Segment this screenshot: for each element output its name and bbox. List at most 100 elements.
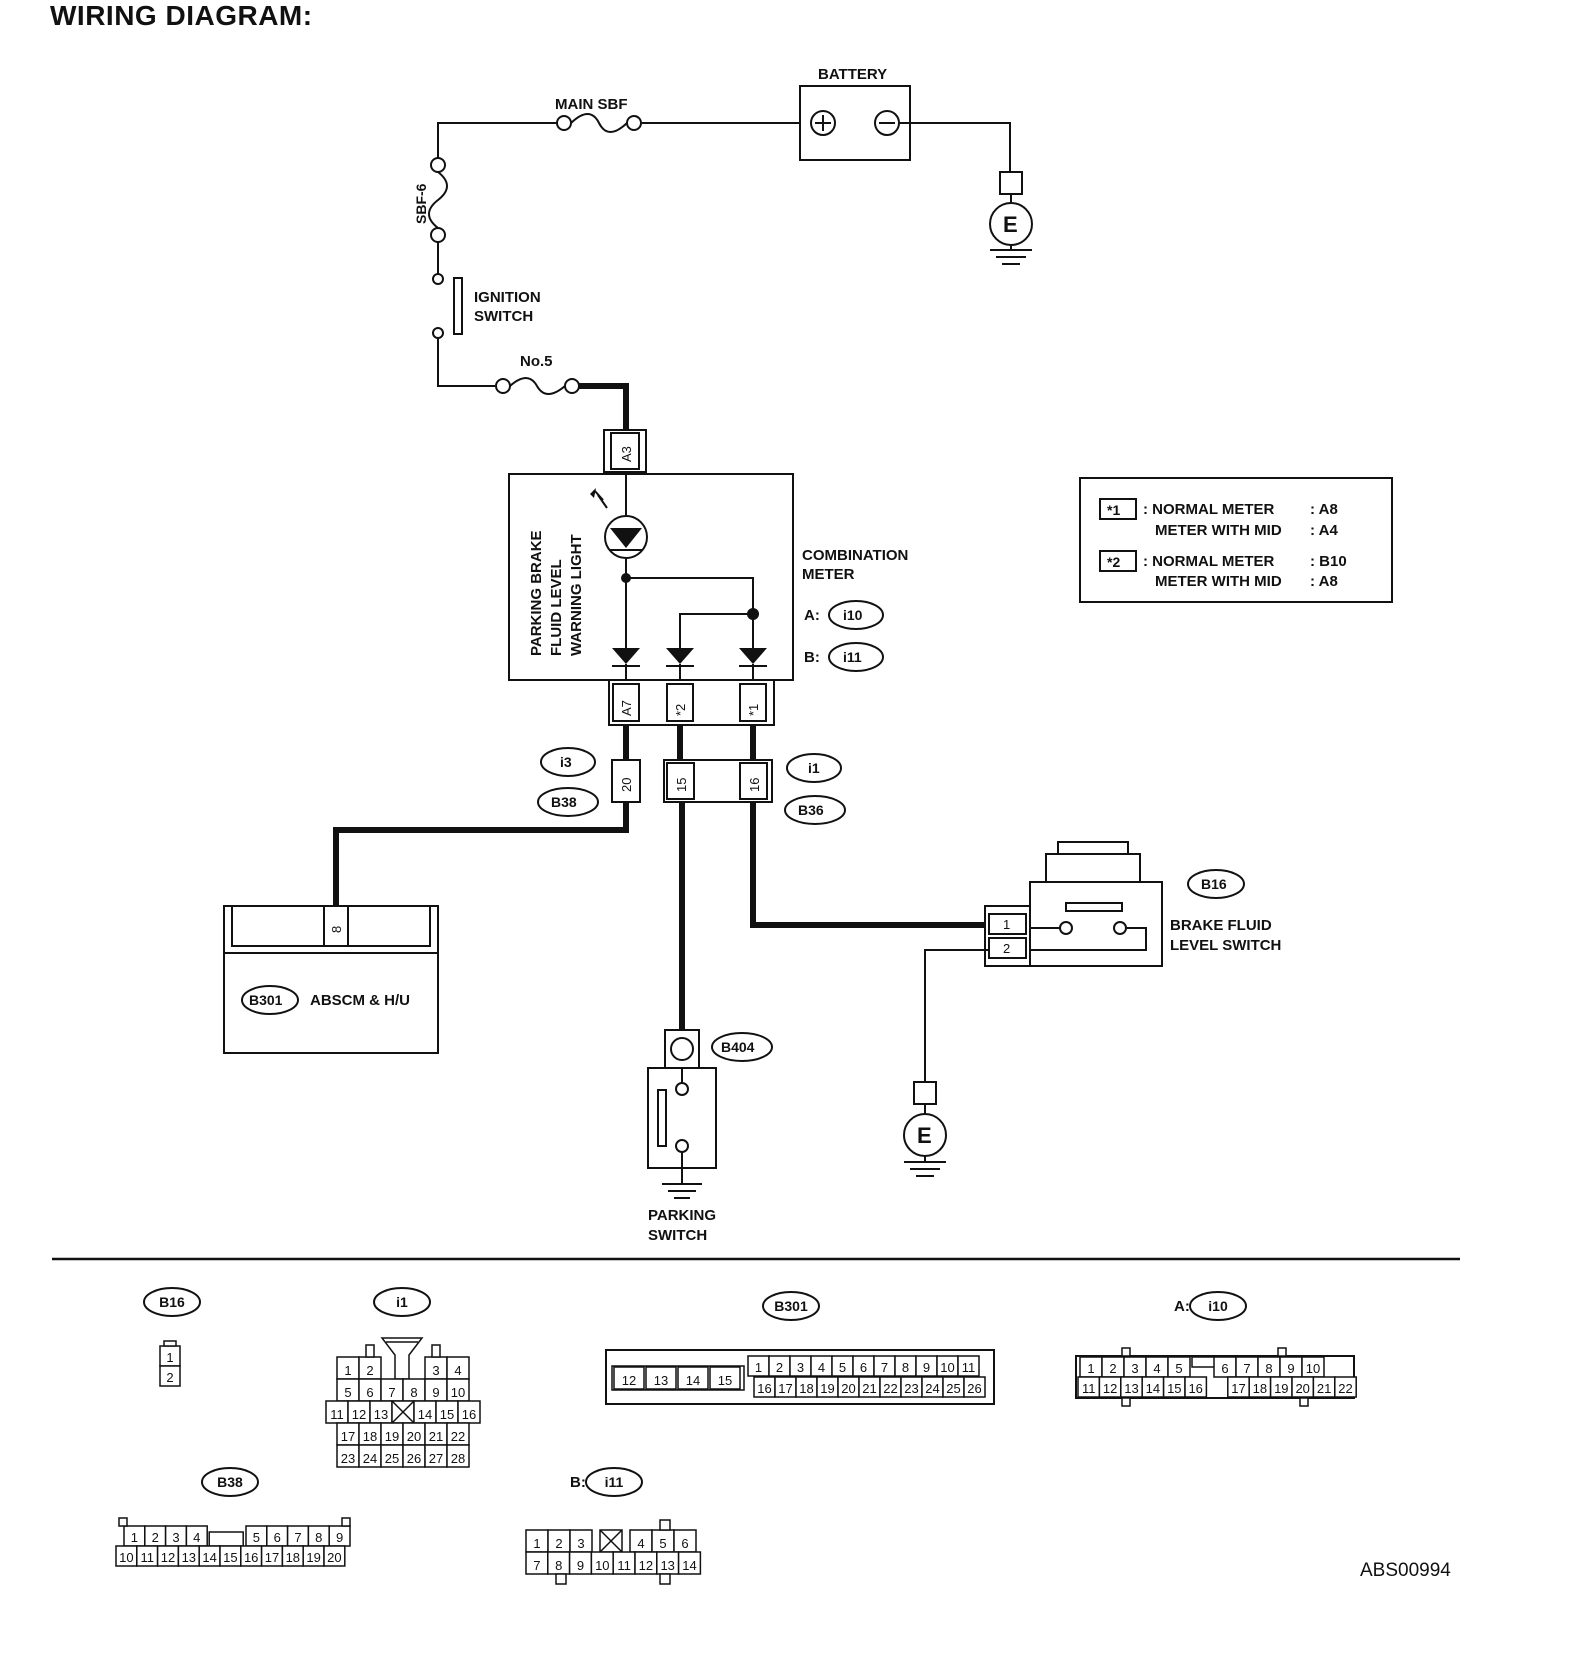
face-blank-pin [391,1400,415,1424]
meter-a-conn: i10 [843,607,863,623]
abscm-label: ABSCM & H/U [310,992,410,1009]
face-pin-number: 1 [755,1360,762,1375]
brake-pin-1: 1 [1003,917,1010,932]
brake-label-1: BRAKE FLUID [1170,917,1272,934]
face-pin-number: 28 [451,1451,465,1466]
face-pin-cell [677,1366,709,1390]
sbf6-label: SBF-6 [413,183,429,224]
face-pin-number: 6 [860,1360,867,1375]
fuse-no5-icon [509,377,566,395]
face-pin-number: 15 [223,1550,237,1565]
face-pin-number: 10 [595,1558,609,1573]
face-pin-number: 11 [330,1407,344,1422]
face-pin-number: 16 [757,1381,771,1396]
brake-fluid-switch: 1 2 B16 BRAKE FLUID LEVEL SWITCH E [903,841,1281,1177]
face-pin-number: 19 [1274,1381,1288,1396]
meter-pin-star1: *1 [746,704,761,716]
conn-tag-i10 [828,600,884,630]
face-pin-number: 12 [639,1558,653,1573]
face-pin-number: 3 [1131,1361,1138,1376]
face-pin-number: 13 [660,1558,674,1573]
face-pin-number: 24 [925,1381,939,1396]
main-sbf-fuse-icon [570,113,628,133]
face-pin-number: 18 [1253,1381,1267,1396]
face-pin-cell [323,1545,346,1567]
parking-label-2: SWITCH [648,1227,707,1244]
face-pin-number: 8 [315,1530,322,1545]
face-pin-number: 12 [1103,1381,1117,1396]
face-blank-pin [599,1529,623,1553]
face-pin-number: 13 [654,1373,668,1388]
face-pin-number: 20 [1295,1381,1309,1396]
face-pin-number: 19 [306,1550,320,1565]
face-pin-number: 26 [967,1381,981,1396]
legend-row1-l2: METER WITH MID [1155,522,1282,539]
face-pin-number: 15 [1167,1381,1181,1396]
face-pin-number: 7 [388,1385,395,1400]
face-pin-number: 23 [904,1381,918,1396]
face-pin-number: 18 [363,1429,377,1444]
face-pin-number: 15 [440,1407,454,1422]
face-pin-number: 4 [454,1363,461,1378]
face-pin-number: 4 [637,1536,644,1551]
face-pin-number: 22 [1338,1381,1352,1396]
face-pin-number: 2 [1109,1361,1116,1376]
face-pin-number: 20 [327,1550,341,1565]
face-pin-number: 15 [718,1373,732,1388]
face-pin-number: 16 [462,1407,476,1422]
face-tag-label: i10 [1208,1298,1228,1314]
page-title: WIRING DIAGRAM: [50,0,313,31]
meter-pin-star2: *2 [673,704,688,716]
face-pin-number: 23 [341,1451,355,1466]
face-tag-i10 [1189,1291,1247,1321]
face-pin-number: 1 [131,1530,138,1545]
face-pin-number: 20 [841,1381,855,1396]
brake-fluid-box [1029,881,1163,967]
face-pin-number: 9 [577,1558,584,1573]
face-pin-number: 7 [294,1530,301,1545]
face-pin-number: 16 [1188,1381,1202,1396]
face-pin-number: 9 [923,1360,930,1375]
legend-row2-v1: : B10 [1310,553,1347,570]
face-pin-number: 10 [940,1360,954,1375]
meter-pin-a3: A3 [619,446,634,462]
legend-row2-l1: : NORMAL METER [1143,553,1275,570]
ignition-label-1: IGNITION [474,289,541,306]
warning-label-2: FLUID LEVEL [548,559,565,656]
conn-tag-b38 [537,787,599,817]
face-pin-number: 9 [1287,1361,1294,1376]
face-pin-number: 17 [1231,1381,1245,1396]
brake-label-2: LEVEL SWITCH [1170,937,1281,954]
face-pin-number: 13 [374,1407,388,1422]
face-tag-label: i1 [396,1294,408,1310]
legend-row2-l2: METER WITH MID [1155,573,1282,590]
light-ray-icon [593,489,608,509]
legend-row1-l1: : NORMAL METER [1143,501,1275,518]
face-pin-number: 21 [1317,1381,1331,1396]
ignition-label-2: SWITCH [474,308,533,325]
face-pin-cell [677,1551,702,1575]
conn-i3-label: i3 [560,754,572,770]
face-pin-number: 5 [659,1536,666,1551]
diode-icon [666,648,694,664]
face-pin-number: 6 [274,1530,281,1545]
face-pin-number: 3 [172,1530,179,1545]
legend-tag-1: *1 [1107,502,1120,518]
abscm-module: 8 B301 ABSCM & H/U [223,905,439,1054]
face-latch [380,1337,424,1380]
face-pin-number: 4 [818,1360,825,1375]
connector-20 [611,759,641,803]
face-pin-cell [709,1366,741,1390]
face-pin-number: 10 [119,1550,133,1565]
face-tag-label: B301 [774,1298,808,1314]
face-pin-number: 14 [682,1558,696,1573]
face-pin-number: 7 [1243,1361,1250,1376]
face-pin-number: 5 [253,1530,260,1545]
face-pin-number: 5 [839,1360,846,1375]
face-tag-b16 [143,1287,201,1317]
face-prefix: A: [1174,1298,1190,1315]
face-pin-cell [613,1366,645,1390]
ground-symbol-icon [904,1161,946,1177]
